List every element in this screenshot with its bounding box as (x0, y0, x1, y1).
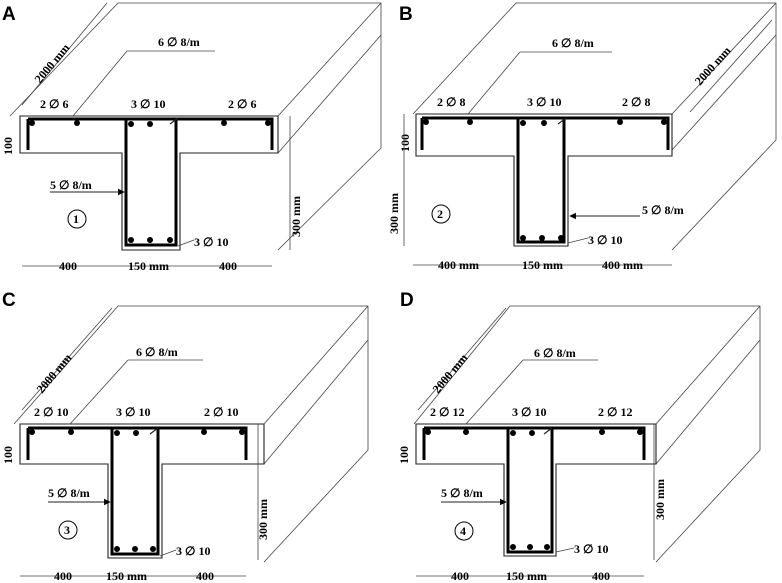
flange-right-bars-label: 2 ∅ 8 (622, 95, 650, 109)
stirrups-label: 5 ∅ 8/m (50, 178, 92, 192)
reinforcement (26, 426, 248, 556)
bottom-bars-label: 3 ∅ 10 (574, 542, 608, 556)
length-label: 2000 mm (430, 351, 471, 396)
dim-web: 150 mm (106, 569, 147, 583)
stirrups-label: 5 ∅ 8/m (48, 486, 90, 500)
flange-thickness-label: 100 (398, 134, 412, 152)
dim-web: 150 mm (522, 258, 563, 272)
flange-left-bars-label: 2 ∅ 12 (430, 405, 464, 419)
depth-label: 300 mm (256, 499, 270, 540)
reinforcement (420, 116, 670, 244)
bottom-bars-label: 3 ∅ 10 (176, 544, 210, 558)
flange-left-bars-label: 2 ∅ 10 (34, 405, 68, 419)
panel-label: D (400, 290, 414, 311)
panel-label: C (2, 290, 16, 311)
specimen-number: 1 (73, 212, 79, 226)
panel-c: C 2000 mm 6 ∅ 8/m 2 ∅ 10 3 (1, 290, 369, 583)
reinforcement (422, 426, 646, 554)
panel-label: A (2, 4, 16, 25)
rebar-dots (29, 120, 271, 243)
top-distribution-label: 6 ∅ 8/m (552, 36, 594, 50)
depth-label: 300 mm (653, 479, 667, 520)
bottom-bars-label: 3 ∅ 10 (588, 233, 622, 247)
flange-thickness-label: 100 (1, 446, 15, 464)
panel-a: A 2000 mm 6 ∅ 8/m 2 ∅ 6 3 ∅ (1, 2, 382, 273)
dim-left: 400 (59, 259, 77, 273)
bottom-bars-label: 3 ∅ 10 (194, 235, 228, 249)
flange-thickness-label: 100 (397, 446, 411, 464)
reinforcement (26, 117, 274, 247)
length-label: 2000 mm (692, 44, 734, 88)
dim-right: 400 mm (602, 258, 643, 272)
rebar-dots (423, 119, 667, 241)
panel-b: B 2000 mm 6 ∅ 8/m 2 ∅ 8 3 ∅ (387, 2, 777, 272)
specimen-number: 4 (460, 524, 466, 538)
beam-outline (9, 2, 382, 251)
beam-outline (412, 2, 777, 251)
stirrups-label: 5 ∅ 8/m (642, 203, 684, 217)
specimen-number: 2 (437, 207, 443, 221)
rebar-dots (29, 429, 245, 552)
flange-right-bars-label: 2 ∅ 12 (598, 405, 632, 419)
dim-right: 400 (196, 569, 214, 583)
web-top-bars-label: 3 ∅ 10 (527, 95, 561, 109)
flange-left-bars-label: 2 ∅ 8 (437, 95, 465, 109)
web-top-bars-label: 3 ∅ 10 (116, 405, 150, 419)
flange-left-bars-label: 2 ∅ 6 (40, 97, 68, 111)
panel-label: B (399, 4, 413, 25)
stirrups-label: 5 ∅ 8/m (441, 486, 483, 500)
depth-label: 300 mm (289, 196, 303, 237)
rebar-dots (425, 429, 643, 550)
beam-outline (413, 305, 761, 563)
dim-left: 400 (451, 569, 469, 583)
flange-right-bars-label: 2 ∅ 6 (228, 97, 256, 111)
beam-outline (13, 305, 369, 563)
flange-right-bars-label: 2 ∅ 10 (204, 405, 238, 419)
top-distribution-label: 6 ∅ 8/m (534, 346, 576, 360)
web-top-bars-label: 3 ∅ 10 (512, 405, 546, 419)
depth-label: 300 mm (387, 193, 401, 234)
top-distribution-label: 6 ∅ 8/m (158, 35, 200, 49)
length-label: 2000 mm (34, 351, 75, 396)
dim-right: 400 (592, 569, 610, 583)
top-distribution-label: 6 ∅ 8/m (136, 345, 178, 359)
dim-left: 400 (54, 569, 72, 583)
dim-web: 150 mm (128, 259, 169, 273)
panel-d: D 2000 mm 6 ∅ 8/m 2 ∅ 12 3 (397, 290, 761, 583)
dim-web: 150 mm (506, 569, 547, 583)
flange-thickness-label: 100 (1, 137, 15, 155)
length-label: 2000 mm (32, 41, 73, 86)
dim-left: 400 mm (438, 258, 479, 272)
specimen-number: 3 (64, 523, 70, 537)
web-top-bars-label: 3 ∅ 10 (131, 97, 165, 111)
dim-right: 400 (219, 259, 237, 273)
